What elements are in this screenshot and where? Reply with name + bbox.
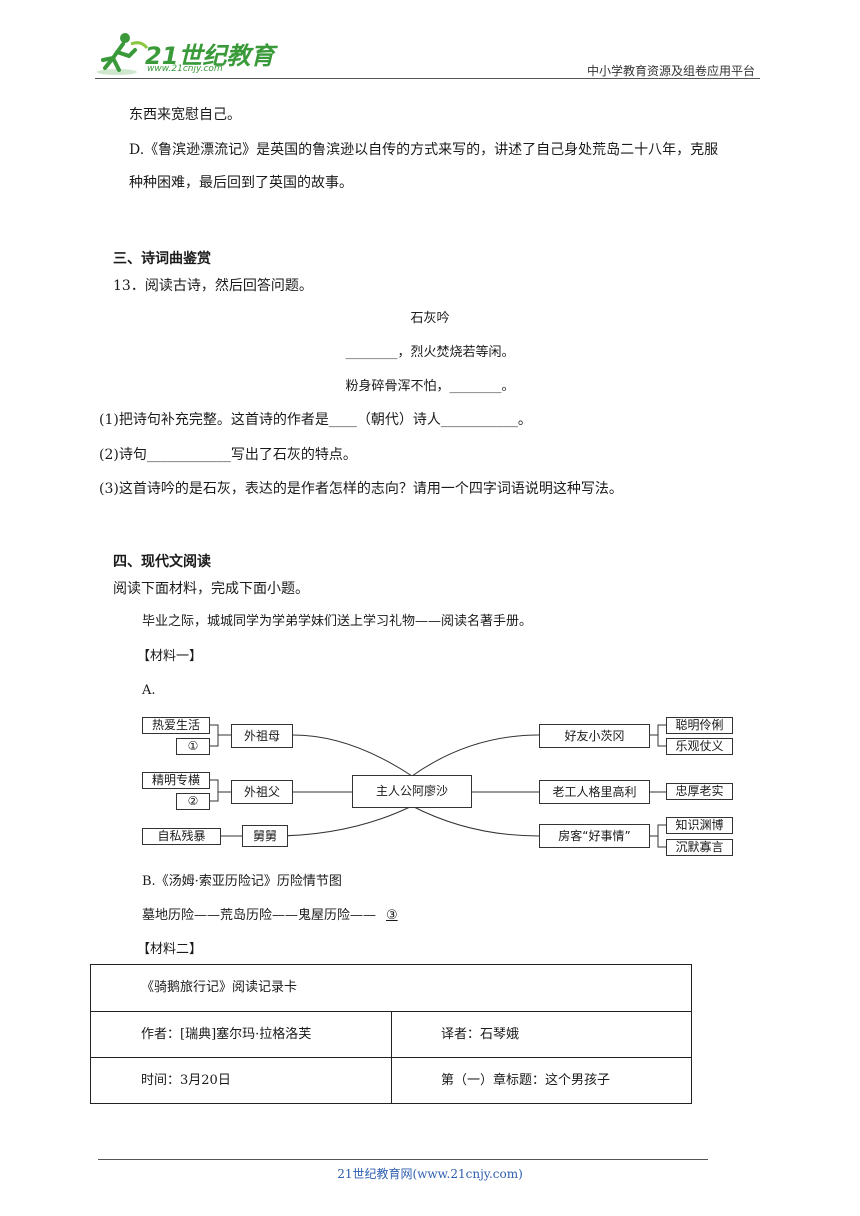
part-b-label: B.《汤姆·索亚历险记》历险情节图 — [142, 874, 342, 889]
footer-link[interactable]: 21世纪教育网(www.21cnjy.com) — [337, 1167, 523, 1181]
card-author-row: 作者：[瑞典]塞尔玛·拉格洛芙 译者：石琴娥 — [91, 1012, 691, 1104]
adventure-plot-line: 墓地历险——荒岛历险——鬼屋历险—— ③ — [142, 906, 398, 926]
card-title: 《骑鹅旅行记》阅读记录卡 — [141, 980, 298, 995]
poem-line-2: 粉身碎骨浑不怕，________。 — [345, 379, 515, 394]
material-2-label: 【材料二】 — [137, 942, 203, 957]
connector-trait-10 — [657, 836, 666, 848]
connector-lodger — [411, 805, 540, 837]
node-grandmother: 外祖母 — [231, 724, 293, 748]
card-translator: 译者：石琴娥 — [441, 1027, 520, 1042]
node-uncle: 舅舅 — [242, 825, 288, 847]
trait-shrewd: 精明专横 — [142, 772, 210, 789]
header-platform-text: 中小学教育资源及组卷应用平台 — [586, 64, 755, 78]
intro-line-1: 东西来宽慰自己。 — [129, 107, 241, 123]
adventure-blank: ③ — [386, 908, 398, 923]
poem-title: 石灰吟 — [410, 311, 450, 326]
connector-grandmother — [292, 734, 413, 777]
connector-trait-6 — [650, 724, 666, 736]
section4-title: 四、现代文阅读 — [113, 554, 211, 570]
card-author: 作者：[瑞典]塞尔玛·拉格洛芙 — [141, 1027, 312, 1042]
poem-line-1: ________，烈火焚烧若等闲。 — [345, 345, 515, 360]
trait-honest: 忠厚老实 — [666, 783, 733, 800]
mindmap-center-node: 主人公阿廖沙 — [352, 775, 472, 808]
trait-optimistic: 乐观仗义 — [666, 738, 733, 755]
intro-line-2: D.《鲁滨逊漂流记》是英国的鲁滨逊以自传的方式来写的，讲述了自己身处荒岛二十八年… — [129, 142, 719, 158]
trait-blank-1: ① — [176, 738, 210, 755]
reading-record-card: 《骑鹅旅行记》阅读记录卡 作者：[瑞典]塞尔玛·拉格洛芙 译者：石琴娥 时间：3… — [90, 964, 692, 1104]
trait-clever: 聪明伶俐 — [666, 717, 733, 734]
trait-selfish: 自私残暴 — [142, 828, 221, 845]
runner-logo-icon — [97, 33, 149, 75]
trait-love-life: 热爱生活 — [142, 717, 210, 734]
question-13-1: (1)把诗句补充完整。这首诗的作者是____（朝代）诗人___________。 — [99, 412, 532, 428]
connector-uncle — [272, 805, 413, 837]
section4-instruction: 阅读下面材料，完成下面小题。 — [113, 581, 309, 597]
trait-blank-2: ② — [176, 793, 210, 810]
node-grandfather: 外祖父 — [231, 780, 293, 804]
trait-knowledgeable: 知识渊博 — [666, 817, 733, 834]
intro-line-3: 种种困难，最后回到了英国的故事。 — [129, 175, 353, 191]
node-grigory: 老工人格里高利 — [539, 780, 650, 804]
trait-silent: 沉默寡言 — [666, 839, 733, 856]
card-time-row: 时间：3月20日 第（一）章标题：这个男孩子 — [91, 1058, 691, 1103]
part-a-label: A. — [142, 683, 156, 698]
adventure-sequence: 墓地历险——荒岛历险——鬼屋历险—— — [142, 908, 377, 923]
card-title-row: 《骑鹅旅行记》阅读记录卡 — [91, 965, 691, 1012]
connector-trait-7 — [657, 735, 666, 747]
header-divider — [95, 78, 760, 79]
logo-url-text: www.21cnjy.com — [147, 64, 223, 74]
card-time: 时间：3月20日 — [141, 1073, 231, 1088]
node-lodger: 房客“好事情” — [539, 824, 650, 848]
connector-gypsy — [411, 734, 540, 777]
connector-trait-4 — [210, 792, 219, 802]
site-logo: 21世纪教育 www.21cnjy.com — [95, 30, 274, 80]
question-13-2: (2)诗句____________写出了石灰的特点。 — [99, 447, 357, 463]
connector-trait-3 — [210, 779, 231, 793]
section4-intro: 毕业之际，城城同学为学弟学妹们送上学习礼物——阅读名著手册。 — [142, 614, 533, 629]
connector-trait-1 — [210, 724, 231, 736]
card-chapter: 第（一）章标题：这个男孩子 — [441, 1073, 611, 1088]
section3-title: 三、诗词曲鉴赏 — [113, 251, 211, 267]
footer-divider — [98, 1159, 708, 1160]
material-1-label: 【材料一】 — [137, 649, 203, 664]
question-13: 13．阅读古诗，然后回答问题。 — [113, 278, 313, 294]
card-column-divider — [391, 1012, 392, 1104]
logo-text: 21世纪教育 — [145, 42, 275, 70]
connector-trait-9 — [650, 824, 666, 837]
question-13-3: (3)这首诗吟的是石灰，表达的是作者怎样的志向？请用一个四字词语说明这种写法。 — [99, 481, 623, 497]
node-gypsy-friend: 好友小茨冈 — [539, 724, 650, 748]
connector-trait-2 — [210, 735, 219, 747]
